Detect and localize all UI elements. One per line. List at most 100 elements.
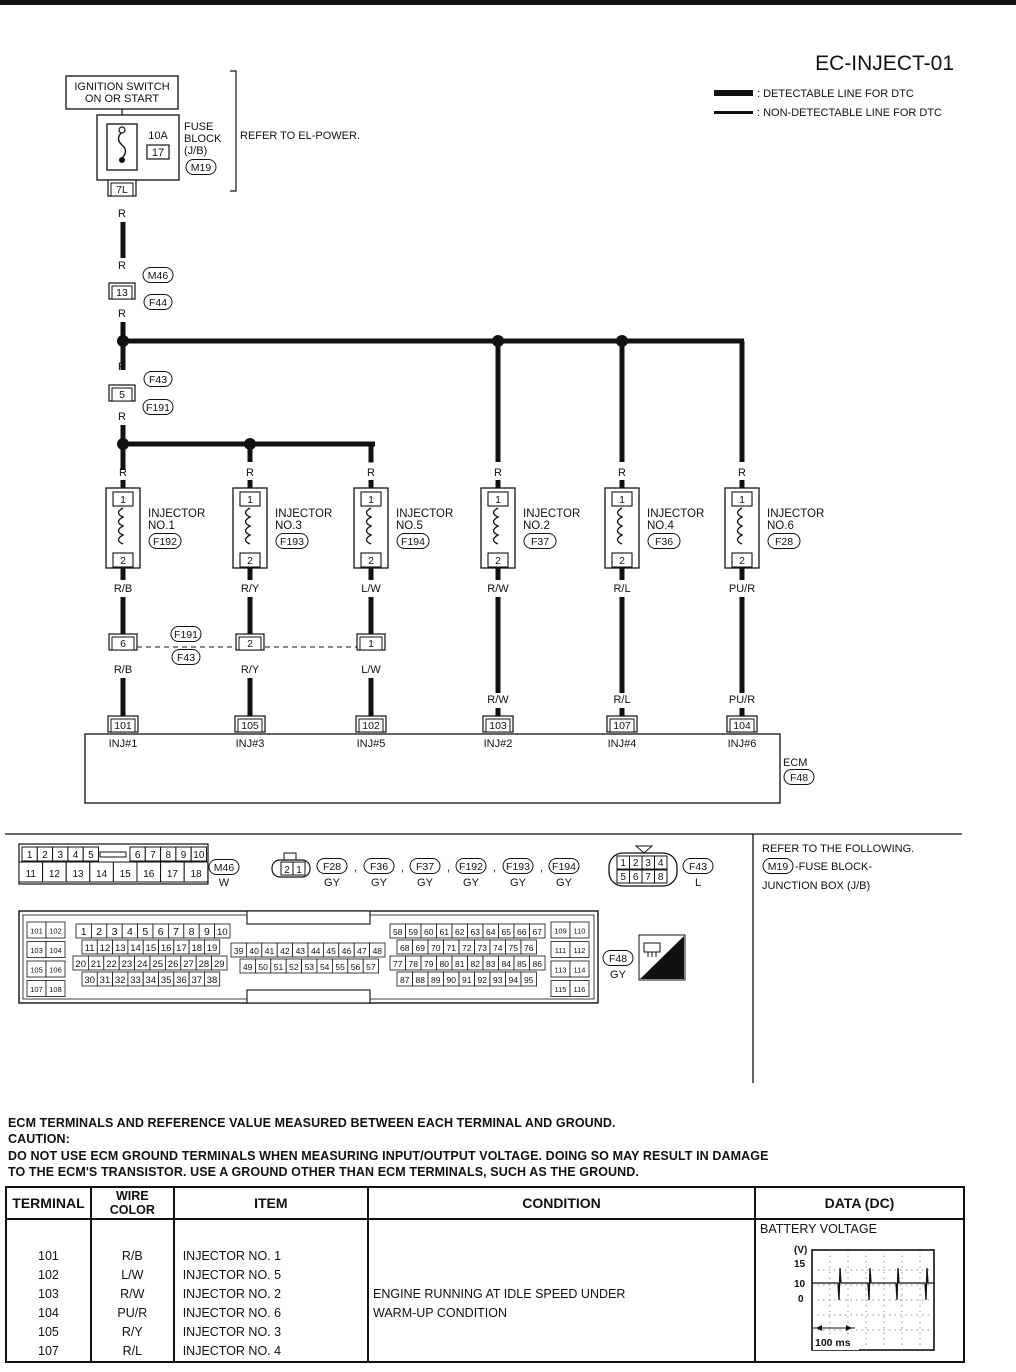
item-value: INJECTOR NO. 2 — [182, 1287, 282, 1301]
connector-pin: 69 — [416, 943, 426, 953]
non-detectable-line-sample — [714, 111, 753, 114]
hs-badge-outline — [638, 934, 686, 981]
connector-pin: 33 — [130, 975, 141, 986]
connector-pin: 94 — [509, 975, 519, 985]
connector-tag-outline — [275, 533, 309, 549]
wire-color-label: R — [618, 467, 626, 479]
terminal-value: 103 — [38, 1287, 59, 1301]
connector-pin: 10 — [193, 850, 205, 861]
wire-color-label: R — [494, 467, 502, 479]
ecm-pin: 103 — [482, 715, 514, 733]
connector-pin: 101 — [30, 927, 43, 936]
connector-pin: 75 — [509, 943, 519, 953]
connector-cell — [654, 855, 668, 870]
connector-tag-text: F192 — [153, 536, 177, 548]
connector-pin: 7 — [645, 872, 651, 883]
wire-color-label: R — [738, 467, 746, 479]
item-value: INJECTOR NO. 4 — [182, 1344, 282, 1358]
connector-pin: 17 — [167, 869, 179, 880]
ecm-pin-label: INJ#5 — [357, 738, 386, 750]
ecm-pin: 102 — [355, 715, 387, 733]
splice-dot — [117, 335, 129, 347]
pin-number: 6 — [120, 638, 126, 650]
wire-color-label: PU/R — [729, 694, 755, 706]
connector-key — [246, 910, 371, 925]
connector-key — [283, 852, 297, 861]
connector-pin: 68 — [400, 943, 410, 953]
wire-color-value: R/W — [120, 1287, 145, 1301]
terminal-value: 101 — [38, 1249, 59, 1263]
connector-tag-outline — [170, 626, 202, 642]
pin-number: 2 — [619, 555, 625, 567]
connector-tag-text: F37 — [531, 536, 549, 548]
connector-pin: 4 — [127, 926, 133, 938]
connector-key — [246, 989, 371, 1004]
top-rule — [0, 0, 1016, 5]
injector-feed-wire — [619, 480, 625, 489]
fuse-block-label: (J/B) — [184, 145, 207, 157]
connector-pin: 112 — [574, 946, 586, 955]
connector-pin: 113 — [555, 966, 567, 975]
caption-line-1: ECM TERMINALS AND REFERENCE VALUE MEASUR… — [8, 1116, 616, 1130]
connector-tag-text: F194 — [401, 536, 425, 548]
connector-cell — [45, 980, 66, 997]
connector-pin: 77 — [393, 959, 403, 969]
ecm-box — [84, 733, 781, 804]
connector-tag-f43: F43 — [143, 371, 173, 387]
connector-tag-f193: F193 — [502, 858, 534, 874]
terminal-cell: 101 102 103 104 105 107 — [5, 1218, 92, 1363]
connector-key — [99, 851, 127, 858]
header-condition: CONDITION — [367, 1186, 756, 1220]
connector-pin: 12 — [100, 943, 111, 954]
wire-color-value: R/B — [121, 1249, 143, 1263]
connector-pin: 2 — [633, 858, 639, 869]
pin-number: 102 — [362, 720, 380, 732]
refer-bracket — [230, 70, 237, 192]
header-data: DATA (DC) — [753, 1186, 966, 1220]
coil-icon — [117, 507, 125, 545]
inline-connector-pin: 2 — [235, 633, 265, 651]
injector-number: NO.3 — [275, 520, 302, 532]
connector-pin: 1 — [296, 865, 302, 876]
injector-signal-wire — [619, 568, 625, 580]
injector-signal-wire — [368, 597, 374, 634]
item-cell: INJECTOR NO. 1 INJECTOR NO. 5 INJECTOR N… — [172, 1218, 370, 1363]
connector-pin: 18 — [191, 943, 202, 954]
connector-pin: 63 — [471, 927, 481, 937]
pin-number: 2 — [495, 555, 501, 567]
connector-tag-outline — [143, 294, 173, 310]
connector-tag-text: F193 — [280, 536, 304, 548]
connector-pin: 18 — [190, 869, 202, 880]
connector-pin: 14 — [96, 869, 108, 880]
ecm-pin-label: INJ#2 — [484, 738, 513, 750]
item-value: INJECTOR NO. 5 — [182, 1268, 282, 1282]
pin-box — [110, 182, 134, 197]
item-value: INJECTOR NO. 1 — [182, 1249, 282, 1263]
connector-tag-m46: M46 — [142, 267, 174, 283]
terminal-value: 104 — [38, 1306, 59, 1320]
connector-pin: 1 — [620, 858, 626, 869]
wire-color-label: R/Y — [241, 583, 260, 595]
pin-box — [111, 285, 133, 300]
connector-pin: 93 — [493, 975, 503, 985]
fuse-block-label: FUSE — [184, 121, 213, 133]
connector-pin: 105 — [30, 966, 43, 975]
connector-pin: 13 — [72, 869, 84, 880]
connector-pin: 9 — [181, 850, 187, 861]
splice-dot — [117, 438, 129, 450]
connector-tag-text: F43 — [149, 374, 167, 386]
injector-feed-wire — [368, 441, 374, 463]
connector-pin: 11 — [85, 943, 95, 954]
injector-signal-wire — [247, 678, 253, 716]
inline-connector-pin: 6 — [108, 633, 138, 651]
injector-signal-wire — [495, 708, 501, 716]
pin-box — [485, 718, 511, 733]
connector-pin: 92 — [478, 975, 488, 985]
connector-pin: 57 — [366, 962, 376, 972]
connector-pin: 4 — [658, 858, 664, 869]
connector-pin: 38 — [207, 975, 218, 986]
connector-pin: 106 — [49, 966, 62, 975]
connector-cell — [203, 939, 221, 955]
